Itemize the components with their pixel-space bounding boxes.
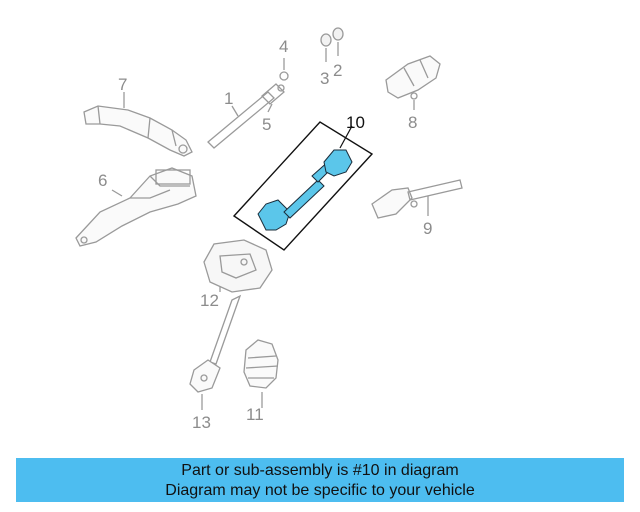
callout-12: 12 bbox=[200, 291, 219, 310]
callout-5: 5 bbox=[262, 115, 271, 134]
part-1-shaft bbox=[207, 83, 285, 149]
parts-diagram: 1 2 3 4 5 6 7 8 9 10 11 12 13 bbox=[75, 27, 463, 432]
part-4-fitting bbox=[279, 58, 289, 81]
callout-11: 11 bbox=[246, 405, 264, 424]
part-6-bracket bbox=[75, 167, 197, 247]
banner-line-1: Part or sub-assembly is #10 in diagram bbox=[181, 462, 459, 479]
part-11-boot bbox=[243, 339, 279, 389]
callout-10: 10 bbox=[346, 113, 365, 132]
callout-1: 1 bbox=[224, 89, 233, 108]
callout-4: 4 bbox=[279, 37, 288, 56]
callout-6: 6 bbox=[98, 171, 107, 190]
callout-7: 7 bbox=[118, 75, 127, 94]
callout-3: 3 bbox=[320, 69, 329, 88]
callout-13: 13 bbox=[192, 413, 211, 432]
part-9-shaft bbox=[371, 179, 463, 219]
part-3-nut bbox=[320, 33, 332, 62]
callout-9: 9 bbox=[423, 219, 432, 238]
callout-2: 2 bbox=[333, 61, 342, 80]
part-10-highlight bbox=[232, 121, 374, 251]
part-2-nut bbox=[332, 27, 344, 56]
info-banner: Part or sub-assembly is #10 in diagram D… bbox=[16, 458, 624, 502]
callout-8: 8 bbox=[408, 113, 417, 132]
banner-line-2: Diagram may not be specific to your vehi… bbox=[165, 482, 475, 499]
part-7-bracket bbox=[83, 105, 193, 157]
part-8-joint bbox=[385, 55, 441, 100]
part-13-shaft bbox=[189, 294, 242, 393]
part-12-cover bbox=[203, 239, 273, 293]
